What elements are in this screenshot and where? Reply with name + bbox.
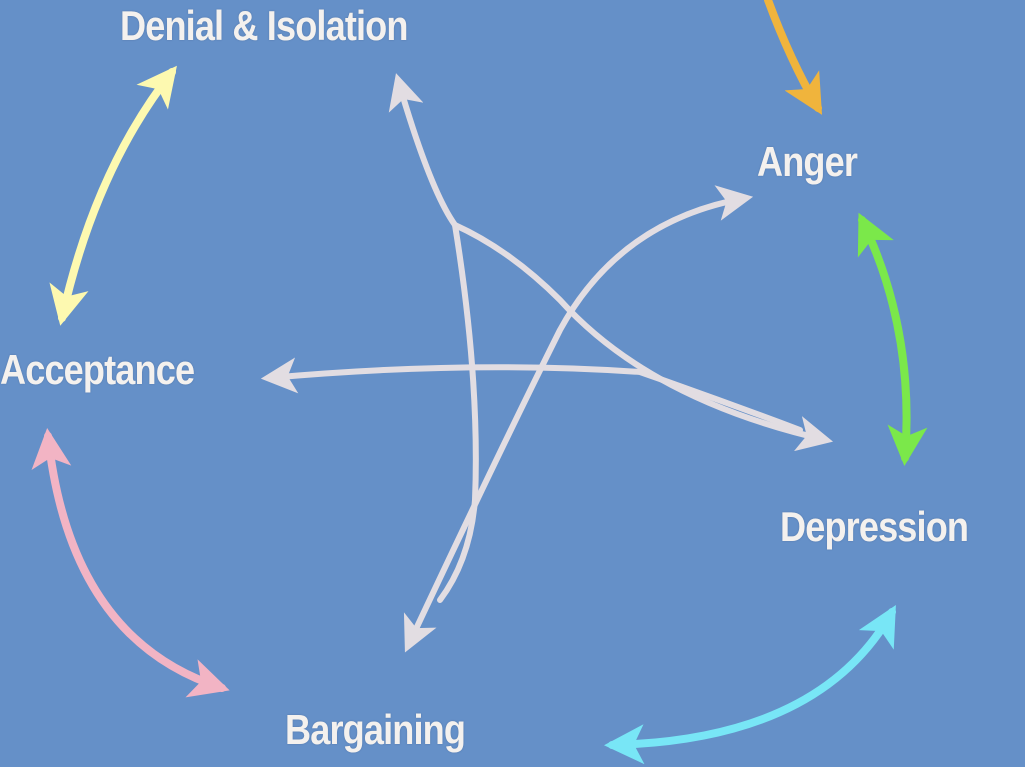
arrow-anger-depression	[857, 212, 928, 466]
star-line-denial-bargaining	[437, 222, 479, 603]
star-arrow-acceptance-depression	[260, 357, 803, 433]
stage-label-acceptance: Acceptance	[0, 346, 195, 393]
arrow-depression-bargaining	[604, 605, 896, 765]
arrow-bargaining-acceptance	[31, 428, 230, 698]
stage-label-anger: Anger	[757, 138, 858, 185]
stage-label-depression: Depression	[780, 503, 969, 550]
stage-label-bargaining: Bargaining	[285, 706, 466, 753]
arrow-denial-acceptance	[49, 65, 177, 326]
stage-label-denial: Denial & Isolation	[120, 2, 408, 49]
star-arrow-anger-bargaining	[403, 185, 754, 653]
arrow-incoming-anger	[764, 0, 823, 115]
